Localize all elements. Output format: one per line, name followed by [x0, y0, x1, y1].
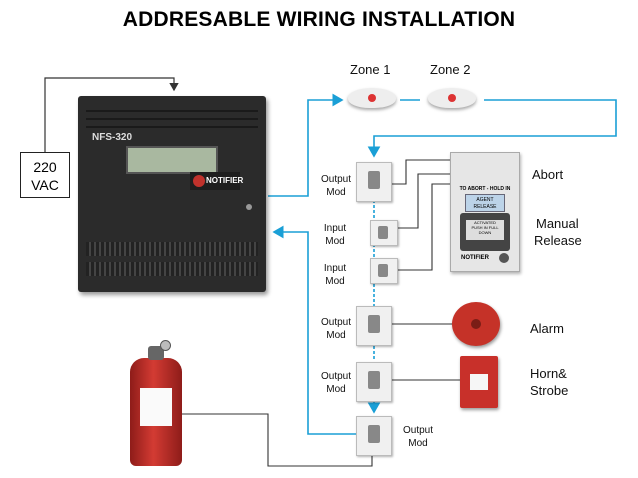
power-unit: VAC [31, 177, 59, 193]
zone1-label: Zone 1 [350, 62, 391, 77]
output-module-3 [356, 362, 392, 402]
input-module-1 [370, 220, 398, 246]
output-module-2 [356, 306, 392, 346]
output-module-1 [356, 162, 392, 202]
station-header: TO ABORT - HOLD IN [459, 186, 511, 192]
abort-wire [392, 159, 452, 185]
panel-lock [246, 204, 252, 210]
manual-label: Manual [536, 216, 579, 231]
horn-strobe [460, 356, 498, 408]
control-panel: NFS-320 NOTIFIER [78, 96, 266, 292]
panel-logo: NOTIFIER [190, 172, 243, 190]
horn-label: Horn& [530, 366, 567, 381]
diagram-title: ADDRESABLE WIRING INSTALLATION [122, 8, 516, 31]
cylinder-wire [182, 413, 373, 467]
power-wire [44, 77, 179, 152]
alarm-label: Alarm [530, 321, 564, 336]
release-label: Release [534, 233, 582, 248]
power-voltage: 220 [33, 159, 57, 175]
panel-display [126, 146, 218, 174]
strobe-label: Strobe [530, 383, 569, 398]
alarm-bell [452, 302, 500, 346]
output-module-4 [356, 416, 392, 456]
abort-label: Abort [532, 167, 564, 182]
pull-box-label: ACTIVATED PUSH IN FULL DOWN [466, 220, 504, 240]
smoke-detector-zone2 [428, 88, 476, 108]
manual-wire-1 [392, 173, 452, 229]
power-box: 220 VAC [20, 152, 70, 198]
input-module-2 [370, 258, 398, 284]
loop-return-wire [272, 225, 356, 435]
return-wire [367, 99, 617, 158]
panel-model: NFS-320 [92, 132, 133, 143]
zone2-label: Zone 2 [430, 62, 471, 77]
suppression-cylinder [130, 340, 182, 466]
manual-wire-2 [392, 183, 452, 271]
manual-pull-box: ACTIVATED PUSH IN FULL DOWN [460, 213, 510, 251]
loop-out-wire [268, 93, 344, 197]
agent-release-button: AGENT RELEASE [465, 194, 505, 212]
release-station: TO ABORT - HOLD IN AGENT RELEASE ACTIVAT… [450, 152, 520, 272]
station-key [499, 253, 509, 263]
station-brand: NOTIFIER [461, 255, 489, 261]
smoke-detector-zone1 [348, 88, 396, 108]
